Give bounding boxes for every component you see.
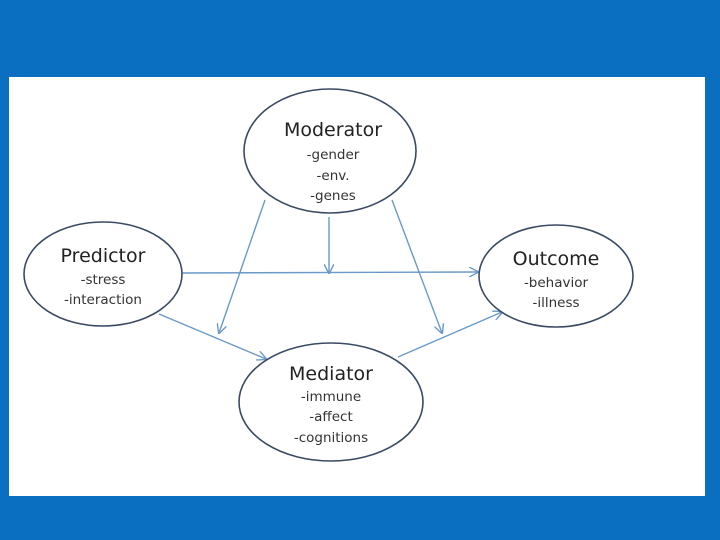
mediator-ellipse	[238, 342, 424, 462]
moderator-title: Moderator	[284, 119, 382, 141]
arrow-predictor-to-mediator	[158, 313, 266, 359]
mediator-item: -affect	[309, 409, 352, 425]
predictor-item: -stress	[81, 272, 126, 288]
arrow-mediator-to-outcome	[397, 312, 502, 358]
outcome-title: Outcome	[513, 248, 600, 270]
arrow-predictor-to-outcome	[181, 272, 478, 273]
predictor-ellipse	[23, 221, 183, 327]
outcome-item: -illness	[532, 295, 579, 311]
predictor-node: Predictor -stress -interaction	[23, 221, 183, 327]
outcome-node: Outcome -behavior -illness	[478, 224, 634, 328]
moderator-ellipse	[243, 88, 417, 214]
arrow-moderator-to-mediator-left	[219, 199, 266, 333]
moderator-node: Moderator -gender -env. -genes	[243, 88, 417, 214]
mediator-item: -cognitions	[294, 430, 368, 446]
outcome-ellipse	[478, 224, 634, 328]
moderator-item: -env.	[317, 168, 350, 184]
moderator-item: -gender	[307, 147, 360, 163]
predictor-item: -interaction	[64, 292, 142, 308]
predictor-title: Predictor	[61, 245, 146, 267]
arrow-moderator-to-mediator-right	[391, 199, 442, 333]
outcome-item: -behavior	[524, 275, 589, 291]
mediator-node: Mediator -immune -affect -cognitions	[238, 342, 424, 462]
mediator-title: Mediator	[289, 363, 373, 385]
moderator-item: -genes	[310, 188, 356, 204]
mediator-item: -immune	[301, 389, 361, 405]
